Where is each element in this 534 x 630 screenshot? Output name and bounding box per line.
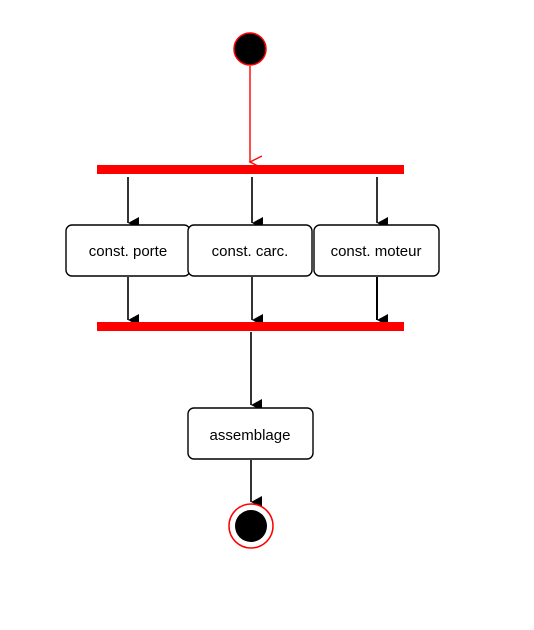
- action-label: const. porte: [89, 243, 167, 260]
- action-label: const. carc.: [212, 243, 289, 260]
- initial-node: [233, 32, 267, 66]
- join-bar: [97, 322, 404, 331]
- action-assemblage: assemblage: [187, 407, 314, 460]
- final-node: [228, 503, 274, 549]
- action-const-carc: const. carc.: [187, 224, 313, 277]
- action-const-moteur: const. moteur: [313, 224, 440, 277]
- fork-bar: [97, 165, 404, 174]
- action-const-porte: const. porte: [65, 224, 191, 277]
- action-label: assemblage: [210, 427, 291, 444]
- action-label: const. moteur: [331, 243, 422, 260]
